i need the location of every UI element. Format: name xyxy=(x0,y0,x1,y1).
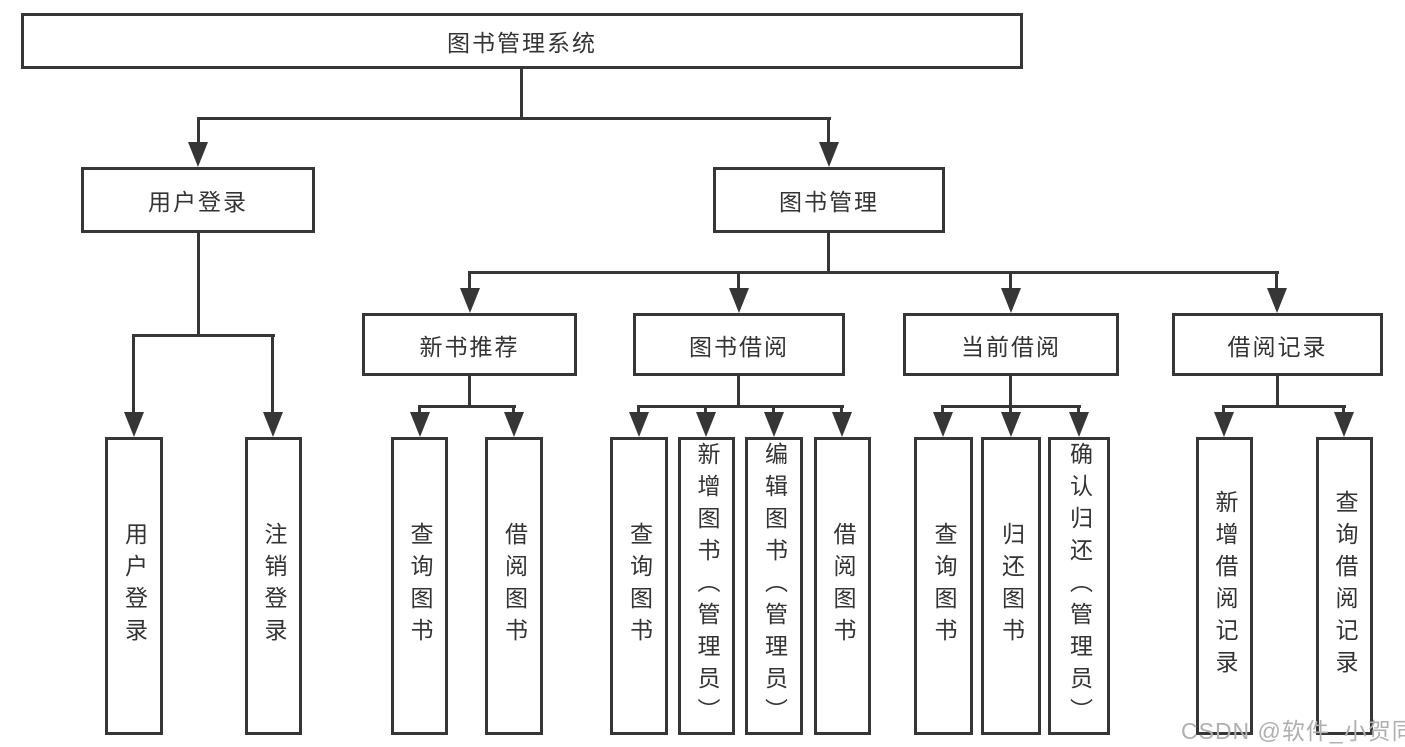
leaf-return-books-label: 归还图书 xyxy=(998,522,1025,650)
arrow-down-icon xyxy=(263,412,283,437)
leaf-confirm-return-admin: 确认归还（管理员） xyxy=(1048,437,1110,735)
connector-vline xyxy=(1009,405,1012,415)
arrow-down-icon xyxy=(696,412,716,437)
connector-vline xyxy=(637,405,640,415)
node-user-login: 用户登录 xyxy=(81,167,315,233)
node-book-management: 图书管理 xyxy=(713,167,945,233)
leaf-add-books-admin-label: 新增图书（管理员） xyxy=(694,442,720,730)
node-new-book-recommend: 新书推荐 xyxy=(362,313,577,376)
connector-vline xyxy=(772,405,775,415)
leaf-query-books-borrowing-label: 查询图书 xyxy=(626,522,653,650)
arrow-down-icon xyxy=(1214,412,1234,437)
node-current-borrowing-label: 当前借阅 xyxy=(961,333,1061,360)
leaf-query-books-recommend-label: 查询图书 xyxy=(407,522,433,650)
connector-root-trunk xyxy=(520,67,523,120)
connector-vline xyxy=(827,117,830,144)
arrow-down-icon xyxy=(629,412,649,437)
leaf-edit-books-admin-label: 编辑图书（管理员） xyxy=(761,442,788,730)
connector-vline xyxy=(1342,405,1345,415)
arrow-down-icon xyxy=(410,412,430,437)
arrow-down-icon xyxy=(124,412,144,437)
connector-vline xyxy=(418,405,421,415)
connector-root-hbar xyxy=(197,117,831,120)
leaf-query-borrow-record: 查询借阅记录 xyxy=(1316,437,1373,735)
connector-user-login-trunk xyxy=(197,231,200,337)
leaf-query-books-recommend: 查询图书 xyxy=(391,437,448,735)
connector-vline xyxy=(704,405,707,415)
arrow-down-icon xyxy=(1069,412,1089,437)
leaf-edit-books-admin: 编辑图书（管理员） xyxy=(745,437,803,735)
connector-vline xyxy=(271,334,274,414)
leaf-logout-label: 注销登录 xyxy=(261,522,287,650)
connector-vline xyxy=(1077,405,1080,415)
connector-user-login-hbar xyxy=(132,334,275,337)
connector-vline xyxy=(1009,271,1012,290)
node-book-borrowing: 图书借阅 xyxy=(633,313,845,376)
leaf-query-borrow-record-label: 查询借阅记录 xyxy=(1332,490,1358,682)
connector-vline xyxy=(1222,405,1225,415)
arrow-down-icon xyxy=(764,412,784,437)
node-user-login-label: 用户登录 xyxy=(148,189,248,215)
arrow-down-icon xyxy=(1001,288,1021,313)
connector-vline xyxy=(132,334,135,414)
arrow-down-icon xyxy=(1334,412,1354,437)
leaf-borrow-books-recommend: 借阅图书 xyxy=(485,437,543,735)
connector-vline xyxy=(1009,374,1012,408)
arrow-down-icon xyxy=(729,288,749,313)
connector-hbar xyxy=(418,405,516,408)
leaf-query-books-current: 查询图书 xyxy=(914,437,973,735)
arrow-down-icon xyxy=(1267,288,1287,313)
node-current-borrowing: 当前借阅 xyxy=(903,313,1119,376)
connector-vline xyxy=(512,405,515,415)
csdn-watermark: CSDN @软件_小贺同学 xyxy=(1181,718,1405,744)
connector-book-mgmt-hbar xyxy=(468,271,1279,274)
connector-vline xyxy=(468,271,471,290)
leaf-borrow-books-borrowing: 借阅图书 xyxy=(814,437,871,735)
node-book-borrowing-label: 图书借阅 xyxy=(689,333,789,360)
leaf-logout: 注销登录 xyxy=(245,437,302,735)
connector-vline xyxy=(468,374,471,408)
arrow-down-icon xyxy=(1001,412,1021,437)
node-book-management-label: 图书管理 xyxy=(779,189,879,215)
connector-vline xyxy=(840,405,843,415)
connector-book-mgmt-trunk xyxy=(827,231,830,274)
leaf-borrow-books-recommend-label: 借阅图书 xyxy=(501,522,528,650)
root-node: 图书管理系统 xyxy=(21,13,1023,69)
node-borrowing-records: 借阅记录 xyxy=(1172,313,1383,376)
node-new-book-recommend-label: 新书推荐 xyxy=(419,333,520,360)
connector-vline xyxy=(1275,271,1278,290)
arrow-down-icon xyxy=(504,412,524,437)
arrow-down-icon xyxy=(832,412,852,437)
leaf-borrow-books-borrowing-label: 借阅图书 xyxy=(830,522,856,650)
arrow-down-icon xyxy=(819,142,839,167)
leaf-query-books-current-label: 查询图书 xyxy=(931,522,957,650)
leaf-add-books-admin: 新增图书（管理员） xyxy=(678,437,735,735)
connector-vline xyxy=(737,374,740,408)
connector-vline xyxy=(1276,374,1279,408)
arrow-down-icon xyxy=(933,412,953,437)
connector-vline xyxy=(737,271,740,290)
leaf-query-books-borrowing: 查询图书 xyxy=(610,437,668,735)
leaf-add-borrow-record-label: 新增借阅记录 xyxy=(1212,490,1238,682)
leaf-user-login-label: 用户登录 xyxy=(121,522,148,650)
connector-hbar xyxy=(637,405,844,408)
leaf-return-books: 归还图书 xyxy=(981,437,1041,735)
connector-vline xyxy=(197,117,200,144)
leaf-confirm-return-admin-label: 确认归还（管理员） xyxy=(1066,442,1093,730)
leaf-user-login: 用户登录 xyxy=(105,437,163,735)
connector-hbar xyxy=(1222,405,1346,408)
arrow-down-icon xyxy=(460,288,480,313)
leaf-add-borrow-record: 新增借阅记录 xyxy=(1196,437,1253,735)
node-borrowing-records-label: 借阅记录 xyxy=(1227,333,1328,360)
arrow-down-icon xyxy=(188,142,208,167)
root-node-label: 图书管理系统 xyxy=(447,30,597,56)
connector-vline xyxy=(941,405,944,415)
